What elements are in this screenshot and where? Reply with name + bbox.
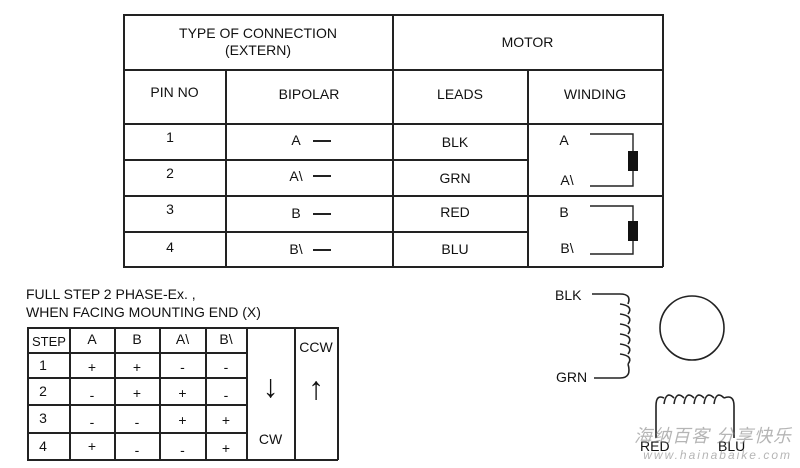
step-line-h3 <box>27 404 247 406</box>
header-bipolar: BIPOLAR <box>278 85 340 102</box>
ccw-label: CCW <box>299 338 333 355</box>
header-leads: LEADS <box>437 85 483 102</box>
lead-label-red: RED <box>640 438 670 454</box>
row-4-pin: 4 <box>166 238 174 255</box>
watermark-text: 海纳百客 分享快乐 <box>633 426 792 446</box>
rotor-circle <box>659 295 725 361</box>
motor-schematic <box>592 293 735 438</box>
cw-label: CW <box>258 430 283 447</box>
table-col-divider-3 <box>527 69 529 267</box>
table-row-line-4 <box>123 231 528 233</box>
step-line-v2 <box>114 327 116 460</box>
winding-schematic <box>590 133 638 255</box>
step-line-top <box>27 327 338 329</box>
step-row-2-b-bar: - <box>223 386 229 403</box>
step-row-1-a-bar: - <box>180 358 185 375</box>
step-header-a-bar: A\ <box>175 330 190 347</box>
table-mid-divider <box>392 14 394 267</box>
header-motor: MOTOR <box>501 33 554 50</box>
cw-down-arrow: ↓ <box>262 368 279 404</box>
coil-phase-b <box>655 394 735 438</box>
winding-label-b-bar: B\ <box>560 239 574 256</box>
step-line-v1 <box>69 327 71 460</box>
header-pin-no: PIN NO <box>150 83 199 100</box>
step-row-3-a: - <box>89 413 95 430</box>
winding-a-coil-lines <box>590 133 634 255</box>
row-1-bipolar: A <box>291 131 301 148</box>
table-row-line-2 <box>123 159 528 161</box>
lead-label-blu: BLU <box>718 438 746 454</box>
step-row-1-step: 1 <box>39 356 47 373</box>
step-header-step: STEP <box>32 333 66 349</box>
row-4-bipolar-dash <box>313 249 331 251</box>
winding-label-a: A <box>559 131 569 148</box>
step-line-v5 <box>246 327 248 460</box>
row-3-pin: 3 <box>166 200 174 217</box>
coil-phase-a <box>592 293 631 379</box>
header-type-of-connection: TYPE OF CONNECTION (EXTERN) <box>179 25 337 58</box>
row-2-bipolar-dash <box>313 175 331 177</box>
table-row-line-1 <box>123 123 663 125</box>
winding-label-b: B <box>559 203 569 220</box>
step-row-3-step: 3 <box>39 410 47 426</box>
step-line-h1 <box>27 352 247 354</box>
step-header-b: B <box>132 330 142 347</box>
row-3-bipolar-dash <box>313 213 331 215</box>
table-border-right <box>662 14 664 267</box>
step-row-2-step: 2 <box>39 382 47 399</box>
step-header-a: A <box>87 330 97 347</box>
lead-label-grn: GRN <box>556 369 588 385</box>
watermark-url: www.hainabaike.com <box>643 448 792 462</box>
step-row-1-a: + <box>87 358 97 375</box>
step-row-4-a-bar: - <box>180 441 185 458</box>
row-4-bipolar: B\ <box>289 240 303 257</box>
step-row-2-a: - <box>89 386 95 403</box>
step-line-v7 <box>337 327 339 460</box>
row-1-pin: 1 <box>166 128 174 145</box>
table-row-line-3 <box>123 195 663 197</box>
winding-a-coil <box>628 151 638 171</box>
table-border-bottom <box>123 266 663 268</box>
table-border-left-top <box>123 14 125 70</box>
winding-label-a-bar: A\ <box>560 171 574 188</box>
step-line-v6 <box>294 327 296 460</box>
table-col-divider-1 <box>225 69 227 267</box>
step-line-bottom <box>27 459 338 461</box>
lead-label-blk: BLK <box>555 287 582 303</box>
row-1-bipolar-dash <box>313 140 331 142</box>
step-row-2-b: + <box>132 384 142 401</box>
step-title-line-1: FULL STEP 2 PHASE-Ex. , <box>26 286 196 302</box>
row-2-bipolar: A\ <box>289 167 303 184</box>
row-1-lead: BLK <box>441 133 469 150</box>
watermark: 海纳百客 分享快乐 www.hainabaike.com <box>634 422 792 462</box>
step-header-b-bar: B\ <box>219 330 233 347</box>
row-3-bipolar: B <box>291 204 301 221</box>
step-row-4-step: 4 <box>39 437 47 454</box>
step-row-3-b-bar: + <box>221 411 231 428</box>
row-3-lead: RED <box>440 203 470 220</box>
step-row-3-a-bar: + <box>178 411 187 428</box>
ccw-up-arrow: ↑ <box>308 370 324 406</box>
step-row-1-b-bar: - <box>223 358 229 375</box>
row-4-lead: BLU <box>441 240 469 257</box>
row-2-pin: 2 <box>166 164 174 181</box>
step-row-3-b: - <box>134 413 140 430</box>
step-line-v3 <box>159 327 161 460</box>
step-row-4-a: + <box>87 437 97 454</box>
table-left-lower <box>123 69 125 267</box>
step-row-2-a-bar: + <box>178 384 187 401</box>
header-winding: WINDING <box>563 85 627 102</box>
step-line-v4 <box>205 327 207 460</box>
step-line-h4 <box>27 432 247 434</box>
winding-b-coil <box>628 221 638 241</box>
step-row-4-b-bar: + <box>221 439 231 456</box>
step-row-4-b: - <box>134 441 140 458</box>
step-line-v0 <box>27 327 29 460</box>
step-title-line-2: WHEN FACING MOUNTING END (X) <box>26 304 261 320</box>
step-row-1-b: + <box>132 358 142 375</box>
step-line-h2 <box>27 377 247 379</box>
row-2-lead: GRN <box>439 169 471 186</box>
